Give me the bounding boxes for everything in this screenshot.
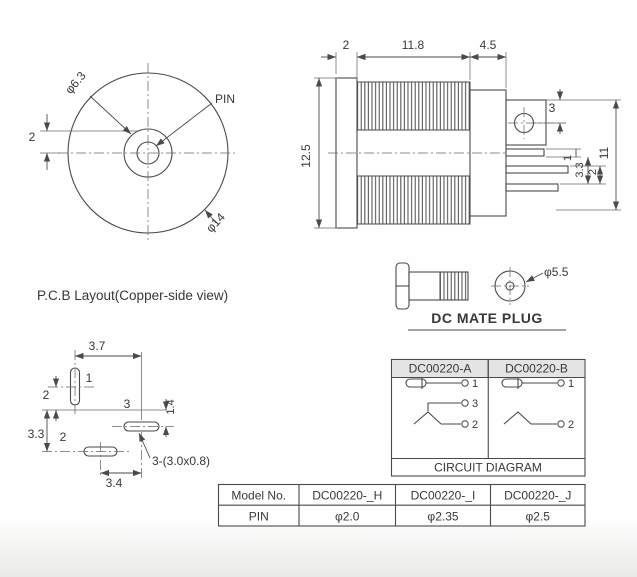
dim-rear-length: 4.5 — [480, 38, 497, 52]
pcb-layout-title: P.C.B Layout(Copper-side view) — [37, 288, 228, 303]
terminal-dot-a1 — [461, 379, 469, 387]
pad2-number: 2 — [60, 430, 67, 444]
circuit-table-caption: CIRCUIT DIAGRAM — [434, 461, 542, 475]
pad1-number: 1 — [86, 371, 93, 385]
plug-knurl — [439, 271, 469, 301]
circuit-a-terminal-2: 2 — [472, 419, 478, 431]
model-table-header-0: Model No. — [231, 489, 286, 503]
model-table-pin-0: PIN — [249, 510, 269, 524]
circuit-a-terminal-3: 3 — [472, 398, 478, 410]
dim-rear-height: 11 — [597, 146, 611, 159]
pin-label: PIN — [215, 92, 235, 106]
mate-plug-caption: DC MATE PLUG — [431, 310, 543, 326]
circuit-b-terminal-2: 2 — [568, 419, 574, 431]
dim-pin-thickness: 1 — [562, 155, 574, 161]
terminal-pin-1 — [505, 148, 545, 157]
circuit-b-terminal-1: 1 — [568, 378, 574, 390]
dim-offset: 2 — [29, 130, 36, 144]
circuit-a-symbol: 1 3 2 — [405, 377, 478, 431]
side-view: 2 11.8 4.5 12.5 3 1 3.3 2 — [299, 38, 621, 229]
mate-plug-view: φ5.5 DC MATE PLUG — [395, 262, 569, 331]
dim-pad3-offset: 1.4 — [165, 399, 177, 414]
dim-pin-width: 2 — [587, 169, 599, 175]
model-table-header-1: DC00220-_H — [312, 489, 382, 503]
terminal-pin-2 — [505, 165, 569, 174]
dim-pad-bottom-span: 3.4 — [106, 476, 123, 490]
circuit-b-symbol: 1 2 — [501, 377, 574, 431]
pcb-layout-view: P.C.B Layout(Copper-side view) 3.7 2 3.3… — [28, 288, 228, 490]
pcb-layout-dimensions: 3.7 2 3.3 1.4 3.4 3-(3.0x0.8) 1 2 3 — [28, 339, 210, 490]
model-table-header-2: DC00220-_I — [411, 489, 476, 503]
model-table-pin-2: φ2.35 — [427, 510, 458, 524]
terminal-pin-3 — [505, 183, 559, 192]
pad3-number: 3 — [124, 397, 131, 411]
thread-band-top — [356, 81, 471, 131]
mount-lug — [505, 99, 547, 146]
dim-body-diameter: 12.5 — [299, 144, 313, 168]
circuit-table: DC00220-A DC00220-B 1 3 2 1 2 — [390, 358, 586, 477]
terminal-dot-a3 — [461, 399, 469, 407]
model-table-header-3: DC00220-_J — [504, 489, 571, 503]
pad-3 — [123, 421, 160, 432]
dim-plug-diameter: φ5.5 — [544, 265, 569, 279]
pad-hole-note: 3-(3.0x0.8) — [152, 454, 210, 468]
circuit-a-terminal-1: 1 — [472, 378, 478, 390]
circuit-model-a: DC00220-A — [409, 362, 472, 376]
dim-pin-gap: 3.3 — [574, 162, 586, 177]
dim-thread-length: 11.8 — [402, 38, 425, 52]
dim-outer-diameter: φ14 — [203, 210, 228, 235]
dim-boss-diameter: φ6.3 — [62, 69, 89, 97]
terminal-dot-b1 — [557, 379, 565, 387]
dim-pad2-offset: 3.3 — [28, 427, 45, 441]
terminal-dot-a2 — [461, 420, 469, 428]
model-table-pin-3: φ2.5 — [526, 510, 551, 524]
thread-band-bottom — [356, 175, 471, 225]
side-view-dimensions: 2 11.8 4.5 12.5 3 1 3.3 2 — [299, 38, 621, 229]
dim-pad1-offset: 2 — [43, 388, 50, 402]
dim-pad-span: 3.7 — [89, 339, 106, 353]
dim-flange-width: 2 — [343, 38, 350, 52]
front-view: φ6.3 PIN 2 φ14 — [29, 63, 238, 243]
terminal-dot-b2 — [557, 420, 565, 428]
circuit-model-b: DC00220-B — [505, 362, 568, 376]
dim-lug: 3 — [549, 101, 556, 115]
model-table: Model No. DC00220-_H DC00220-_I DC00220-… — [217, 483, 586, 527]
model-table-pin-1: φ2.0 — [335, 510, 360, 524]
